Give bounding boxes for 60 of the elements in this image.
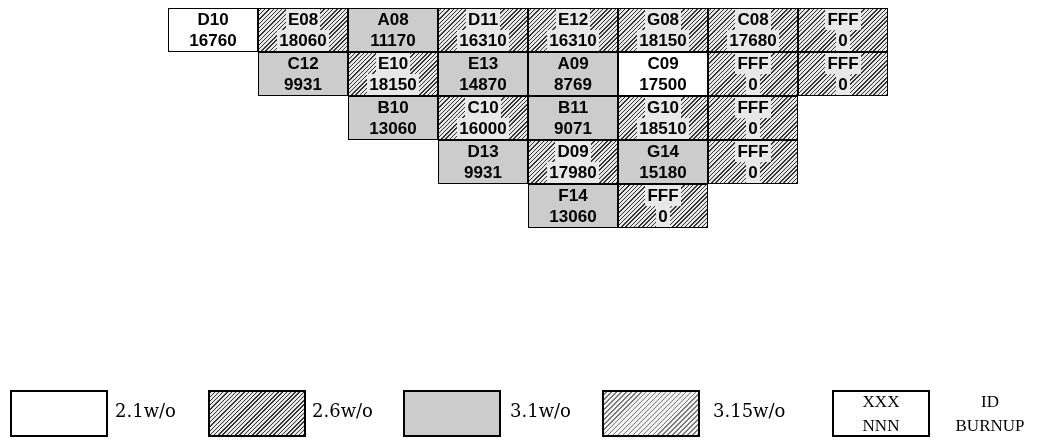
- burnup-value: 17680: [727, 30, 779, 51]
- burnup-value: 14870: [459, 74, 507, 95]
- assembly-id: F14: [558, 185, 588, 206]
- assembly-id: D10: [197, 9, 229, 30]
- burnup-value: 9071: [554, 118, 592, 139]
- assembly-id: A08: [377, 9, 409, 30]
- assembly-id: C12: [287, 53, 319, 74]
- burnup-value: 13060: [369, 118, 417, 139]
- assembly-id: D11: [465, 9, 501, 30]
- assembly-id: G08: [644, 9, 682, 30]
- assembly-id: FFF: [735, 53, 771, 74]
- assembly-id: G14: [646, 141, 680, 162]
- assembly-id: FFF: [825, 9, 861, 30]
- assembly-id: B10: [377, 97, 409, 118]
- assembly-id: FFF: [825, 53, 861, 74]
- burnup-value: 0: [746, 74, 760, 95]
- assembly-id: E12: [555, 9, 591, 30]
- burnup-value: 13060: [549, 206, 597, 227]
- burnup-value: 18150: [637, 30, 689, 51]
- burnup-value: 0: [746, 162, 760, 183]
- burnup-value: 0: [836, 30, 850, 51]
- burnup-value: 0: [656, 206, 670, 227]
- burnup-value: 18060: [277, 30, 329, 51]
- assembly-id: FFF: [735, 97, 771, 118]
- burnup-value: 17980: [547, 162, 599, 183]
- burnup-value: 9931: [464, 162, 502, 183]
- assembly-id: E13: [467, 53, 499, 74]
- burnup-value: 16000: [457, 118, 509, 139]
- legend-label: 2.1w/o: [115, 400, 176, 421]
- key-burnup-label: BURNUP: [954, 416, 1026, 436]
- burnup-value: 8769: [554, 74, 592, 95]
- key-id-text: XXX: [861, 392, 901, 412]
- burnup-value: 0: [746, 118, 760, 139]
- burnup-value: 15180: [639, 162, 687, 183]
- legend-label: 3.15w/o: [713, 400, 786, 421]
- burnup-value: 17500: [639, 74, 687, 95]
- burnup-value: 0: [836, 74, 850, 95]
- burnup-value: 18150: [367, 74, 419, 95]
- burnup-value: 18510: [637, 118, 689, 139]
- assembly-id: E08: [285, 9, 321, 30]
- assembly-id: E10: [375, 53, 411, 74]
- key-burnup-text: NNN: [861, 416, 901, 436]
- legend-label: 3.1w/o: [510, 400, 571, 421]
- assembly-id: A09: [557, 53, 589, 74]
- key-id-label: ID: [980, 392, 1000, 412]
- assembly-id: C08: [735, 9, 771, 30]
- assembly-id: D09: [555, 141, 591, 162]
- assembly-id: FFF: [645, 185, 681, 206]
- burnup-value: 9931: [284, 74, 322, 95]
- assembly-id: D13: [467, 141, 499, 162]
- burnup-value: 16310: [457, 30, 509, 51]
- legend-label: 2.6w/o: [312, 400, 373, 421]
- assembly-id: B11: [557, 97, 589, 118]
- assembly-id: G10: [644, 97, 682, 118]
- assembly-id: C09: [647, 53, 679, 74]
- burnup-value: 16760: [189, 30, 237, 51]
- assembly-id: C10: [465, 97, 501, 118]
- burnup-value: 11170: [370, 30, 416, 51]
- burnup-value: 16310: [547, 30, 599, 51]
- assembly-id: FFF: [735, 141, 771, 162]
